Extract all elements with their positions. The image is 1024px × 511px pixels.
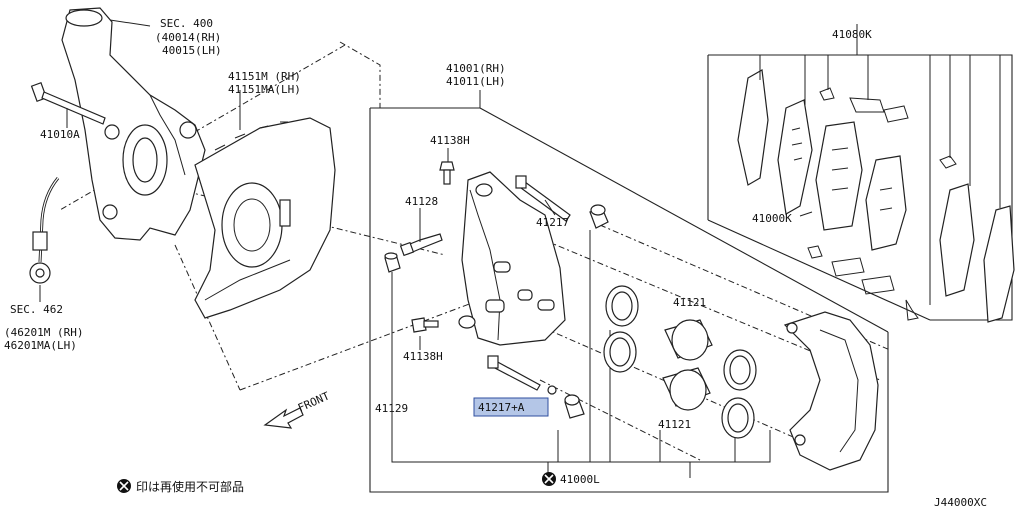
- pad-kit-leaders: [759, 24, 1001, 305]
- pad-clips: [807, 87, 957, 321]
- brake-hose: [29, 177, 60, 284]
- torque-member: [783, 311, 879, 471]
- label-41129: 41129: [375, 402, 408, 415]
- pin-boot-upper: [589, 204, 609, 229]
- boot-41129: [384, 252, 401, 273]
- highlight-41217a: [473, 397, 549, 417]
- label-41217: 41217: [536, 216, 569, 229]
- guide-pin-41217a: [487, 355, 557, 395]
- pad-kit-box: [707, 54, 1013, 321]
- label-sec400: SEC. 400: [160, 17, 213, 30]
- label-41138h-top: 41138H: [430, 134, 470, 147]
- label-40015: 40015(LH): [162, 44, 222, 57]
- piston-seals: [603, 285, 757, 439]
- pin-boot-lower: [564, 394, 585, 419]
- label-46201ma: 46201MA(LH): [4, 339, 77, 352]
- caliper-body: [458, 171, 566, 346]
- steering-knuckle: [61, 7, 206, 241]
- brake-pads: [737, 69, 1015, 323]
- label-sec462: SEC. 462: [10, 303, 63, 316]
- label-41010a: 41010A: [40, 128, 80, 141]
- label-41121-top: 41121: [673, 296, 706, 309]
- label-41151ma: 41151MA(LH): [228, 83, 301, 96]
- label-41080k: 41080K: [832, 28, 872, 41]
- seal-kit-bracket: [391, 230, 771, 478]
- label-41011: 41011(LH): [446, 75, 506, 88]
- label-41001: 41001(RH): [446, 62, 506, 75]
- front-arrow: [263, 407, 304, 429]
- dust-shield: [194, 117, 336, 319]
- label-front: FRONT: [296, 389, 332, 414]
- label-41217a: 41217+A: [478, 401, 525, 414]
- caliper-assembly-box: [369, 107, 889, 493]
- label-46201m: (46201M (RH): [4, 326, 83, 339]
- label-41128: 41128: [405, 195, 438, 208]
- bolt-41138h-top: [439, 161, 455, 185]
- label-leaders: [39, 19, 813, 350]
- non-reusable-mark-41000l: [542, 472, 556, 486]
- diagram-code: J44000XC: [934, 496, 987, 509]
- label-41138h-bottom: 41138H: [403, 350, 443, 363]
- pistons: [662, 319, 713, 411]
- knuckle-bolt: [30, 82, 106, 125]
- label-41151m: 41151M (RH): [228, 70, 301, 83]
- label-41000l: 41000L: [560, 473, 600, 486]
- bleeder-screw: [399, 233, 443, 257]
- legend-note: 印は再使用不可部品: [136, 479, 244, 494]
- bolt-41138h-bottom: [411, 317, 439, 333]
- label-40014: (40014(RH): [155, 31, 221, 44]
- label-41000k: 41000K: [752, 212, 792, 225]
- non-reusable-mark-legend: [117, 479, 131, 493]
- label-41121-bottom: 41121: [658, 418, 691, 431]
